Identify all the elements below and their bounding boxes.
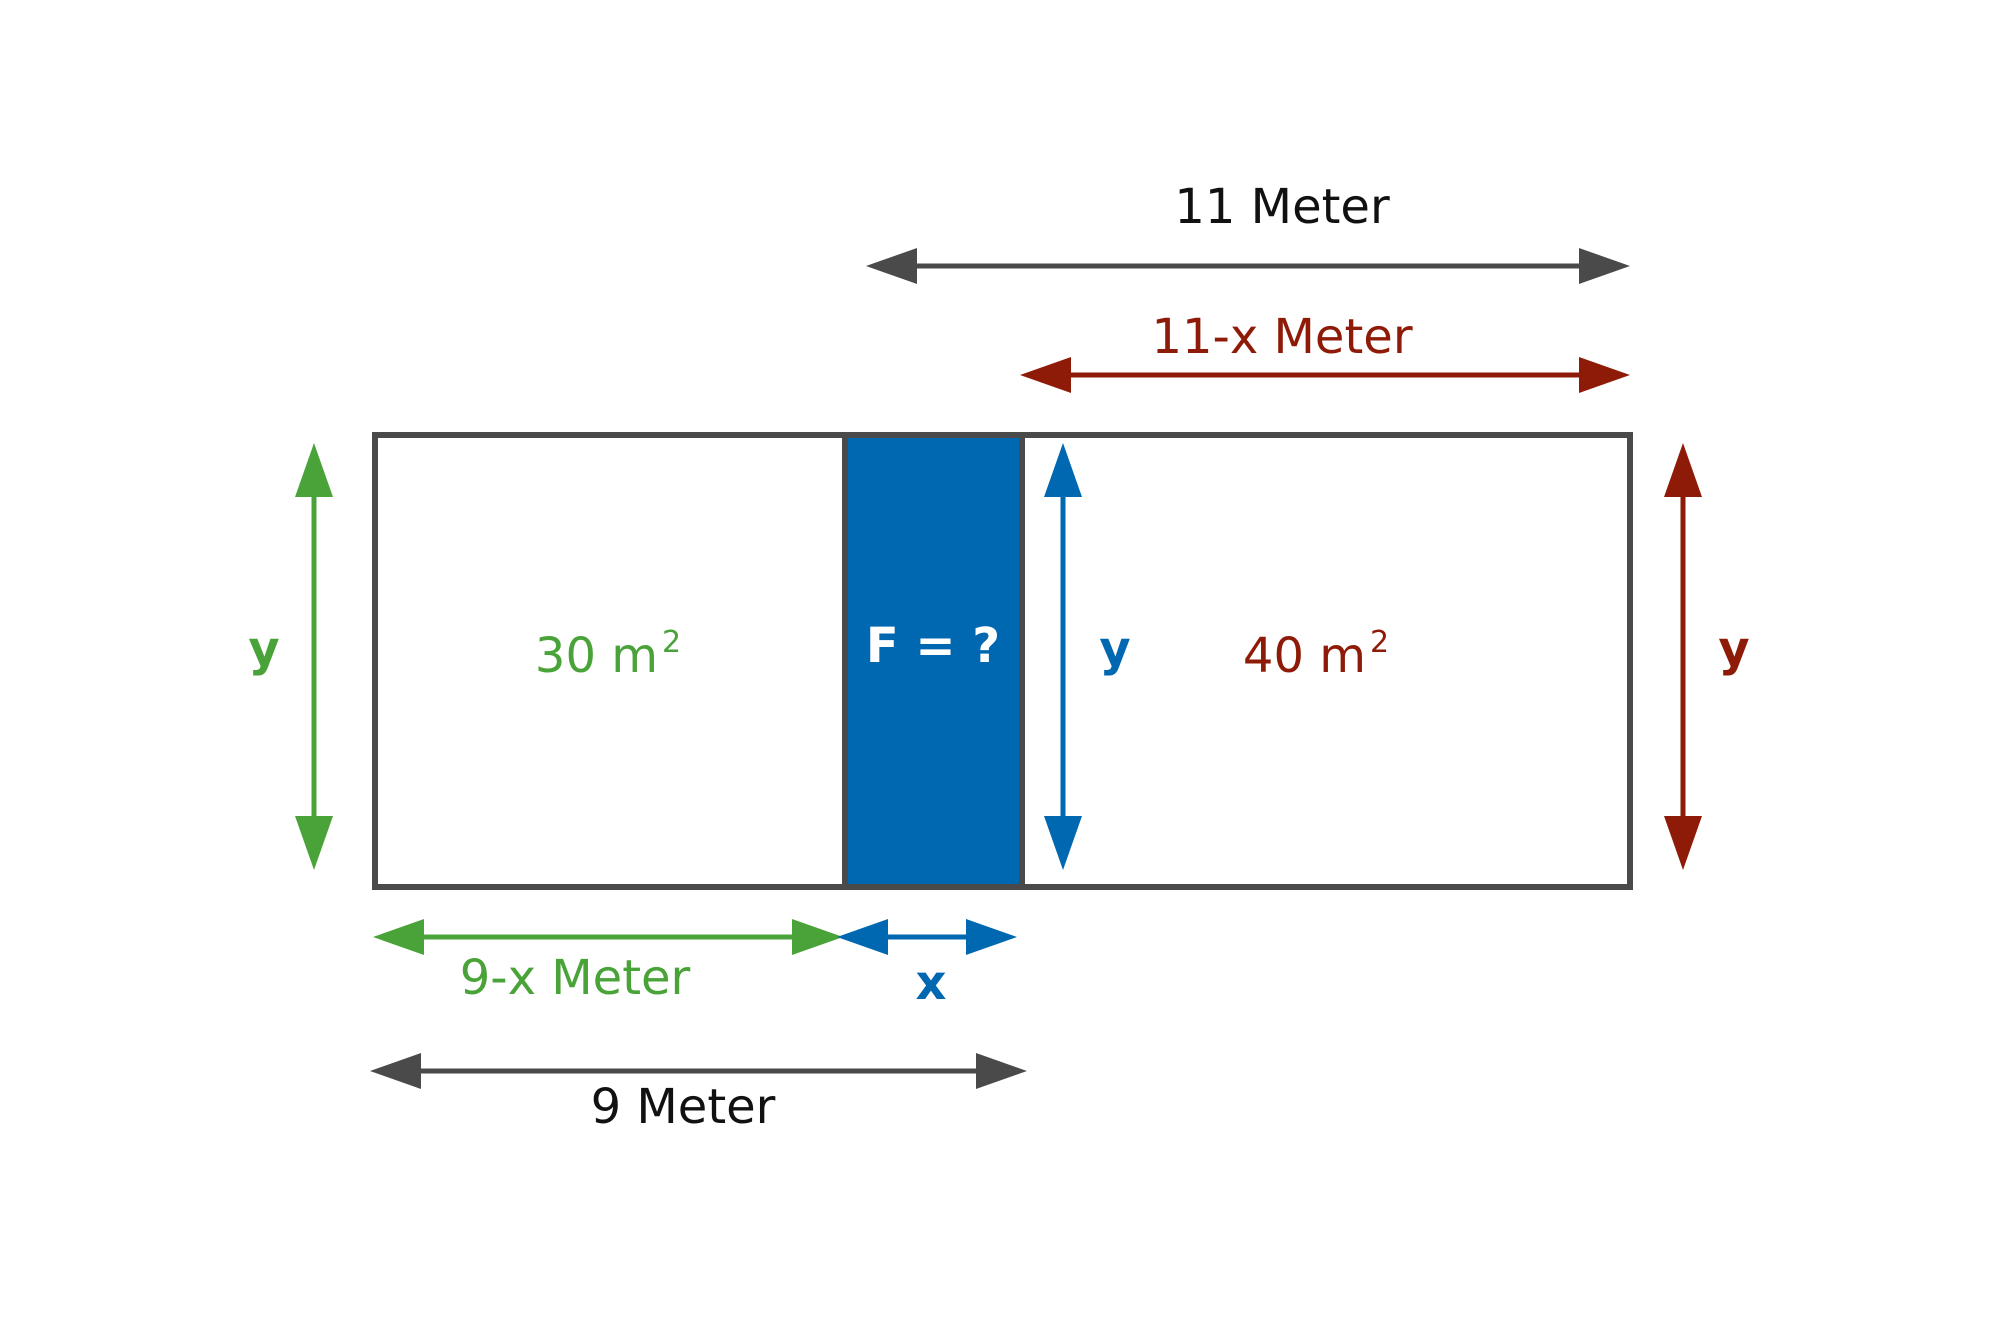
- top-total-dimension: 11 Meter: [866, 179, 1630, 284]
- bottom-part-dimension: 9-x Meter: [373, 919, 843, 1006]
- bottom-total-arrow-right-head: [976, 1053, 1027, 1089]
- middle-height-arrow-bottom-head: [1044, 816, 1082, 870]
- left-area-label: 30 m 2: [535, 625, 681, 684]
- top-part-dimension: 11-x Meter: [1020, 309, 1630, 393]
- top-part-arrow-right-head: [1579, 357, 1630, 393]
- right-height-dimension: y: [1664, 443, 1750, 870]
- right-area-label: 40 m 2: [1243, 625, 1389, 684]
- left-height-label: y: [248, 621, 279, 677]
- middle-height-label: y: [1099, 621, 1130, 677]
- right-area-exponent: 2: [1370, 625, 1389, 660]
- middle-strip-fill: [845, 435, 1022, 887]
- right-height-arrow-bottom-head: [1664, 816, 1702, 870]
- rectangle-outlines: [372, 432, 1633, 890]
- right-rectangle: [1019, 432, 1633, 890]
- bottom-part-label: 9-x Meter: [460, 950, 691, 1006]
- left-height-arrow-top-head: [295, 443, 333, 497]
- bottom-total-arrow-left-head: [370, 1053, 421, 1089]
- bottom-x-arrow-right-head: [966, 919, 1017, 955]
- top-part-arrow-left-head: [1020, 357, 1071, 393]
- bottom-part-arrow-right-head: [792, 919, 843, 955]
- top-total-arrow-right-head: [1579, 248, 1630, 284]
- right-height-label: y: [1718, 621, 1749, 677]
- top-total-label: 11 Meter: [1174, 179, 1390, 235]
- middle-height-arrow-top-head: [1044, 443, 1082, 497]
- bottom-part-arrow-left-head: [373, 919, 424, 955]
- left-height-dimension: y: [248, 443, 333, 870]
- right-area-value: 40 m: [1243, 628, 1366, 684]
- bottom-x-label: x: [916, 955, 947, 1011]
- right-height-arrow-top-head: [1664, 443, 1702, 497]
- top-total-arrow-left-head: [866, 248, 917, 284]
- bottom-x-dimension: x: [837, 919, 1017, 1011]
- middle-area-label: F = ?: [866, 618, 1000, 674]
- left-area-value: 30 m: [535, 628, 658, 684]
- top-part-label: 11-x Meter: [1151, 309, 1412, 365]
- middle-height-dimension: y: [1044, 443, 1131, 870]
- left-area-exponent: 2: [662, 625, 681, 660]
- bottom-total-label: 9 Meter: [591, 1079, 776, 1135]
- bottom-x-arrow-left-head: [837, 919, 888, 955]
- bottom-total-dimension: 9 Meter: [370, 1053, 1027, 1135]
- left-height-arrow-bottom-head: [295, 816, 333, 870]
